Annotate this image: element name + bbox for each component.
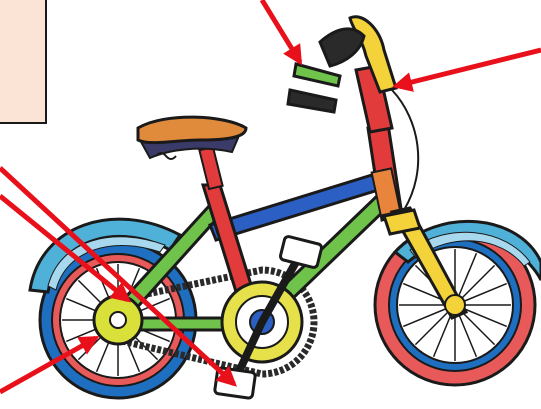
handlebar-grip: [320, 29, 364, 66]
seat-post: [199, 147, 222, 189]
rear-axle: [110, 312, 126, 328]
pedal-top: [280, 236, 323, 268]
fork-crown: [384, 210, 420, 234]
brake-lever-grip: [288, 90, 336, 112]
saddle-top: [138, 117, 246, 143]
saddle-spring: [156, 153, 176, 159]
arrow-to-handlebar: [396, 50, 541, 86]
front-hub: [445, 295, 465, 315]
saddle: [138, 117, 246, 189]
rear-sprocket: [94, 296, 142, 344]
arrow-to-brake-lever: [262, 0, 300, 62]
brake-lever-top: [294, 64, 340, 86]
